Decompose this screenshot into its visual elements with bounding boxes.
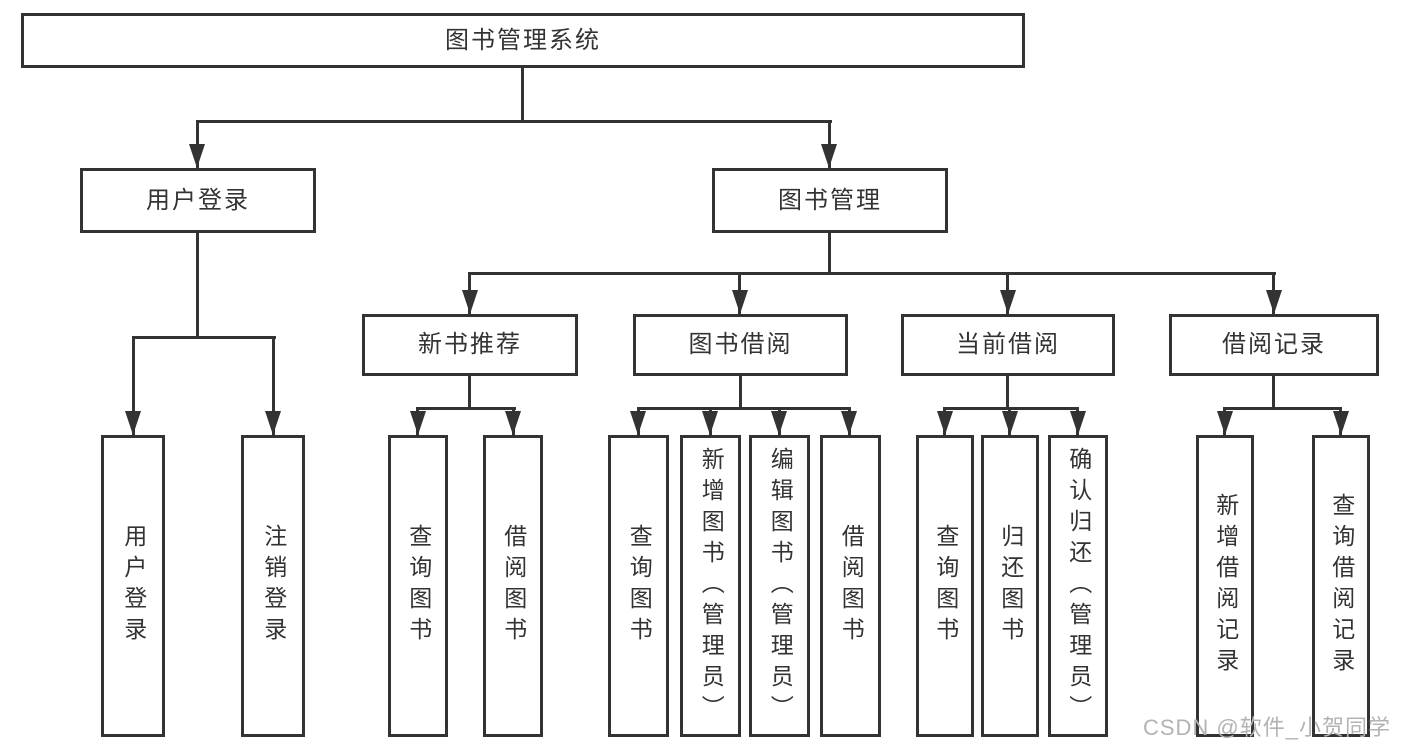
connector-line <box>468 272 1276 275</box>
node-current-borrowing: 当前借阅 <box>901 314 1115 376</box>
arrow-down-icon <box>505 411 521 435</box>
connector-line <box>196 120 832 123</box>
node-library-management-system: 图书管理系统 <box>21 13 1025 68</box>
arrow-down-icon <box>1000 290 1016 314</box>
connector-line <box>132 336 135 435</box>
arrow-down-icon <box>821 144 837 168</box>
arrow-down-icon <box>1002 411 1018 435</box>
arrow-down-icon <box>265 411 281 435</box>
arrow-down-icon <box>1070 411 1086 435</box>
arrow-down-icon <box>189 144 205 168</box>
leaf-query-borrow-record: 查询借阅记录 <box>1312 435 1370 737</box>
arrow-down-icon <box>1333 411 1349 435</box>
leaf-query-books-current: 查询图书 <box>916 435 974 737</box>
node-book-borrowing: 图书借阅 <box>633 314 848 376</box>
leaf-add-borrow-record: 新增借阅记录 <box>1196 435 1254 737</box>
leaf-query-books-recommend: 查询图书 <box>388 435 448 737</box>
leaf-return-books: 归还图书 <box>981 435 1039 737</box>
arrow-down-icon <box>462 290 478 314</box>
connector-line <box>521 68 524 123</box>
connector-line <box>943 407 1079 410</box>
connector-line <box>132 336 276 339</box>
leaf-logout: 注销登录 <box>241 435 305 737</box>
leaf-query-books-borrowing: 查询图书 <box>608 435 669 737</box>
node-new-book-recommend: 新书推荐 <box>362 314 578 376</box>
arrow-down-icon <box>410 411 426 435</box>
connector-line <box>1223 407 1342 410</box>
csdn-watermark: CSDN @软件_小贺同学 <box>1142 715 1391 740</box>
arrow-down-icon <box>1266 290 1282 314</box>
connector-line <box>416 407 516 410</box>
leaf-borrow-books-recommend: 借阅图书 <box>483 435 543 737</box>
connector-line <box>739 376 742 410</box>
arrow-down-icon <box>732 290 748 314</box>
leaf-borrow-books-borrowing: 借阅图书 <box>820 435 881 737</box>
connector-line <box>828 233 831 274</box>
connector-line <box>272 336 275 435</box>
arrow-down-icon <box>702 411 718 435</box>
leaf-add-books-admin: 新增图书（管理员） <box>680 435 741 737</box>
arrow-down-icon <box>771 411 787 435</box>
leaf-edit-books-admin: 编辑图书（管理员） <box>749 435 810 737</box>
leaf-user-login: 用户登录 <box>101 435 165 737</box>
arrow-down-icon <box>125 411 141 435</box>
node-user-login: 用户登录 <box>80 168 316 233</box>
connector-line <box>1006 376 1009 410</box>
arrow-down-icon <box>841 411 857 435</box>
node-book-management: 图书管理 <box>712 168 948 233</box>
connector-line <box>196 233 199 339</box>
connector-line <box>1272 376 1275 410</box>
arrow-down-icon <box>1217 411 1233 435</box>
arrow-down-icon <box>937 411 953 435</box>
connector-line <box>637 407 851 410</box>
arrow-down-icon <box>630 411 646 435</box>
connector-line <box>468 376 471 410</box>
leaf-confirm-return-admin: 确认归还（管理员） <box>1048 435 1108 737</box>
node-borrowing-records: 借阅记录 <box>1169 314 1379 376</box>
